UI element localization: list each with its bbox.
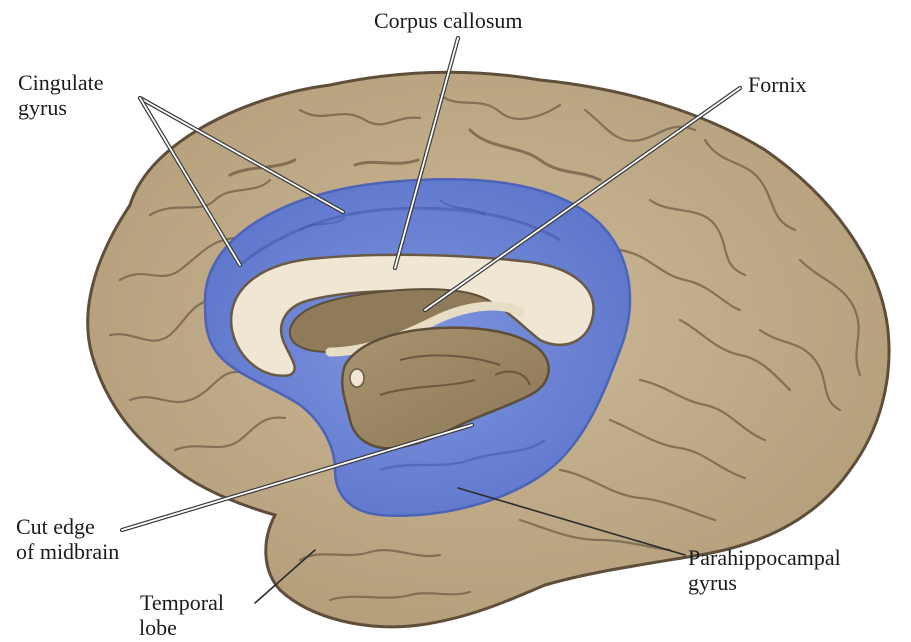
label-cingulate-gyrus: Cingulate gyrus (18, 70, 104, 120)
label-parahippocampal-line2: gyrus (688, 570, 841, 595)
label-parahippocampal-line1: Parahippocampal (688, 545, 841, 570)
label-fornix: Fornix (748, 72, 807, 97)
label-cut-edge-line2: of midbrain (16, 539, 119, 564)
label-corpus-callosum: Corpus callosum (374, 8, 523, 33)
label-cingulate-line1: Cingulate (18, 70, 104, 95)
label-temporal-line1: Temporal (140, 590, 224, 615)
label-cingulate-line2: gyrus (18, 95, 104, 120)
label-cut-edge-of-midbrain: Cut edge of midbrain (16, 514, 119, 564)
label-temporal-line2: lobe (139, 615, 224, 640)
label-cut-edge-line1: Cut edge (16, 514, 119, 539)
label-parahippocampal-gyrus: Parahippocampal gyrus (688, 545, 841, 595)
label-temporal-lobe: Temporal lobe (140, 590, 224, 640)
